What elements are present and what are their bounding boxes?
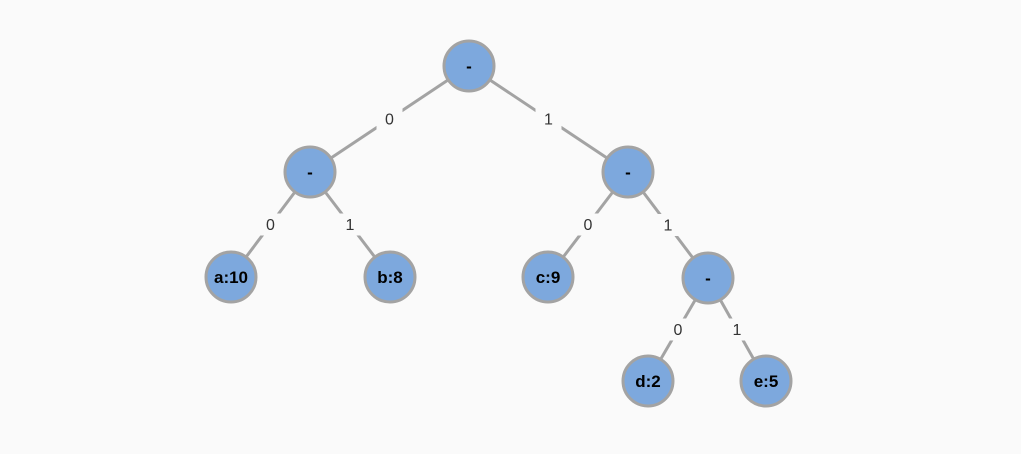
node-label: - — [307, 163, 313, 182]
edge-label-background — [665, 318, 691, 341]
edge-label-group: 1 — [337, 213, 363, 236]
edge-label-group: 0 — [257, 213, 284, 236]
node-label: a:10 — [214, 268, 248, 287]
edge-label: 1 — [544, 112, 553, 129]
edge-label: 1 — [733, 322, 742, 339]
edge-label-background — [337, 213, 363, 236]
edge-label-group: 0 — [665, 318, 691, 341]
node-label: - — [625, 163, 631, 182]
tree-node-internal-right[interactable]: - — [601, 145, 655, 199]
node-circle[interactable] — [621, 354, 675, 408]
node-circle[interactable] — [601, 145, 655, 199]
edge-label-group: 0 — [575, 213, 601, 236]
node-circle[interactable] — [204, 250, 258, 304]
edge-label-background — [535, 108, 562, 130]
edge-label: 0 — [385, 112, 394, 129]
edge-label: 1 — [346, 217, 355, 234]
edge-label-background — [724, 318, 750, 341]
node-circle[interactable] — [283, 145, 337, 199]
tree-node-internal-left[interactable]: - — [283, 145, 337, 199]
tree-node-internal-sub[interactable]: - — [681, 251, 735, 305]
edge-label-group: 1 — [724, 318, 750, 341]
edge-label-group: 1 — [655, 214, 681, 236]
edge-label: 0 — [674, 322, 683, 339]
edge-label: 1 — [664, 218, 673, 235]
node-circle[interactable] — [681, 251, 735, 305]
tree-node-a[interactable]: a:10 — [204, 250, 258, 304]
node-label: d:2 — [635, 372, 661, 391]
edge-label-background — [257, 213, 284, 236]
node-circle[interactable] — [363, 250, 417, 304]
tree-node-e[interactable]: e:5 — [739, 354, 793, 408]
edge-label-group: 1 — [535, 108, 562, 130]
node-label: - — [705, 269, 711, 288]
node-label: b:8 — [377, 268, 403, 287]
node-label: c:9 — [536, 268, 561, 287]
edge-label-background — [575, 213, 601, 236]
edge-label-background — [655, 214, 681, 236]
edge-label-background — [376, 108, 403, 130]
node-label: e:5 — [754, 372, 779, 391]
node-circle[interactable] — [739, 354, 793, 408]
edge-label: 0 — [266, 217, 275, 234]
node-circle[interactable] — [442, 39, 496, 93]
tree-node-d[interactable]: d:2 — [621, 354, 675, 408]
tree-node-c[interactable]: c:9 — [521, 250, 575, 304]
tree-node-b[interactable]: b:8 — [363, 250, 417, 304]
node-label: - — [466, 57, 472, 76]
tree-node-root[interactable]: - — [442, 39, 496, 93]
node-circle[interactable] — [521, 250, 575, 304]
edge-label-group: 0 — [376, 108, 403, 130]
edge-label: 0 — [584, 217, 593, 234]
